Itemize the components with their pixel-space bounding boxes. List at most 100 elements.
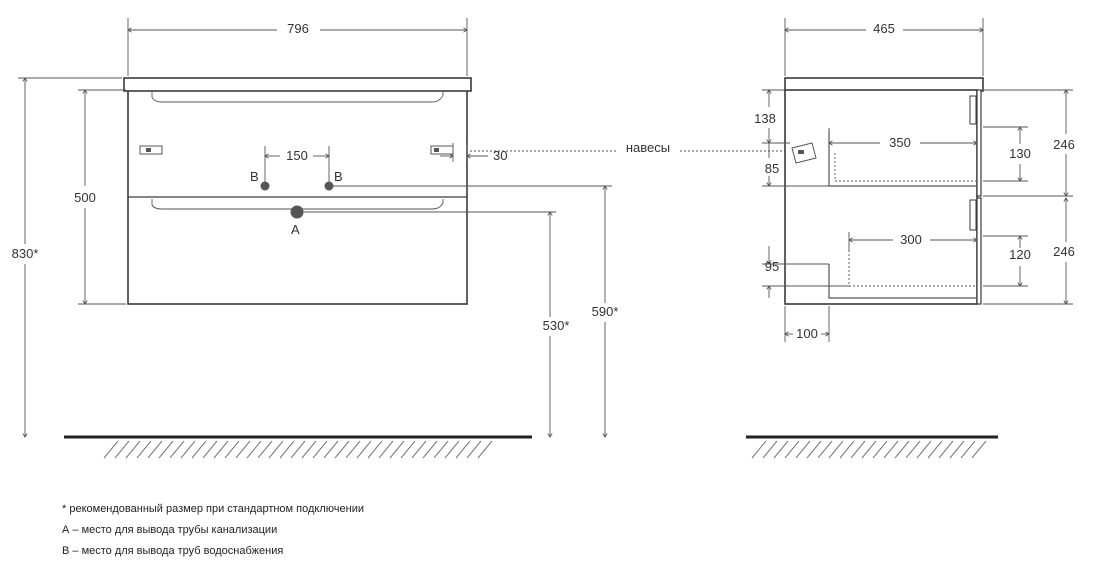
hatch-line [466,440,482,459]
drain-label: A [291,222,300,237]
hatch-line [773,440,789,459]
hatch-line [927,440,943,459]
hatch-line [147,440,163,459]
hatch-line [938,440,954,459]
hatch-line [345,440,361,459]
hatch-line [224,440,240,459]
note-recommended: * рекомендованный размер при стандартном… [62,503,364,515]
front-view: B B A 796 500 830* 150 30 [12,18,619,459]
hatch-line [883,440,899,459]
hatch-line [784,440,800,459]
hatch-line [323,440,339,459]
dim-upper-drawer-inner: 130 [1009,146,1031,161]
hangers-label: навесы [626,140,670,155]
hatch-line [444,440,460,459]
dim-drain-height: 530* [543,318,570,333]
dim-front-width: 796 [287,21,309,36]
hatch-line [817,440,833,459]
hatch-line [367,440,383,459]
hatch-line [103,440,119,459]
hatch-line [246,440,262,459]
front-countertop [123,77,472,92]
hatch-line [169,440,185,459]
hatch-line [861,440,877,459]
hatch-line [894,440,910,459]
hatch-line [136,440,152,459]
hatch-line [960,440,976,459]
dim-lower-drawer-inner: 120 [1009,247,1031,262]
side-upper-drawer-inner [834,153,977,182]
side-view: 465 138 85 350 130 246 300 [746,18,1075,459]
hatch-line [751,440,767,459]
note-point-b: B – место для вывода труб водоснабжения [62,545,283,557]
dim-upper-drawer-height: 246 [1053,137,1075,152]
hatch-line [158,440,174,459]
side-lower-drawer-box [828,264,977,299]
side-hanger-screw [798,150,804,154]
dim-upper-drawer-depth: 350 [889,135,911,150]
hatch-line [905,440,921,459]
hatch-line [378,440,394,459]
hatch-line [850,440,866,459]
dim-lower-drawer-height: 246 [1053,244,1075,259]
dim-side-hanger-gap: 85 [765,161,779,176]
hatch-line [213,440,229,459]
hatch-line [301,440,317,459]
front-floor-hatch [103,440,493,459]
side-upper-front [976,89,982,197]
hatch-line [180,440,196,459]
hatch-line [202,440,218,459]
hatch-line [356,440,372,459]
hatch-line [389,440,405,459]
hatch-line [916,440,932,459]
hatch-line [422,440,438,459]
legend-notes: * рекомендованный размер при стандартном… [62,503,364,557]
dim-supply-height: 590* [592,304,619,319]
left-hanger-screw [146,148,151,152]
hatch-line [455,440,471,459]
side-floor-hatch [751,440,987,459]
hatch-line [971,440,987,459]
hatch-line [279,440,295,459]
hatch-line [828,440,844,459]
dim-total-height: 830* [12,246,39,261]
hatch-line [839,440,855,459]
side-upper-handle [969,95,977,125]
hatch-line [806,440,822,459]
side-cabinet-body [784,89,978,305]
hatch-line [433,440,449,459]
dim-drawer-height: 500 [74,190,96,205]
dim-hanger-offset: 30 [493,148,507,163]
side-countertop [784,77,984,92]
hatch-line [125,440,141,459]
hatch-line [235,440,251,459]
dim-side-top-gap: 138 [754,111,776,126]
dim-back-offset: 100 [796,326,818,341]
hatch-line [268,440,284,459]
hatch-line [400,440,416,459]
side-lower-handle [969,199,977,231]
hatch-line [334,440,350,459]
hatch-line [290,440,306,459]
hatch-line [795,440,811,459]
supply-point-right [324,181,334,191]
side-lower-front [976,197,982,305]
supply-label-left: B [250,169,259,184]
hatch-line [191,440,207,459]
hatch-line [949,440,965,459]
dim-lower-drawer-depth: 300 [900,232,922,247]
hatch-line [762,440,778,459]
hatch-line [312,440,328,459]
dim-side-depth: 465 [873,21,895,36]
note-point-a: А – место для вывода трубы канализации [62,524,277,536]
right-hanger-screw [434,148,439,152]
hatch-line [257,440,273,459]
dim-lower-bottom-gap: 95 [765,259,779,274]
drain-point [290,205,304,219]
upper-handle-groove [151,92,444,103]
hatch-line [477,440,493,459]
supply-label-right: B [334,169,343,184]
hatch-line [114,440,130,459]
hatch-line [411,440,427,459]
